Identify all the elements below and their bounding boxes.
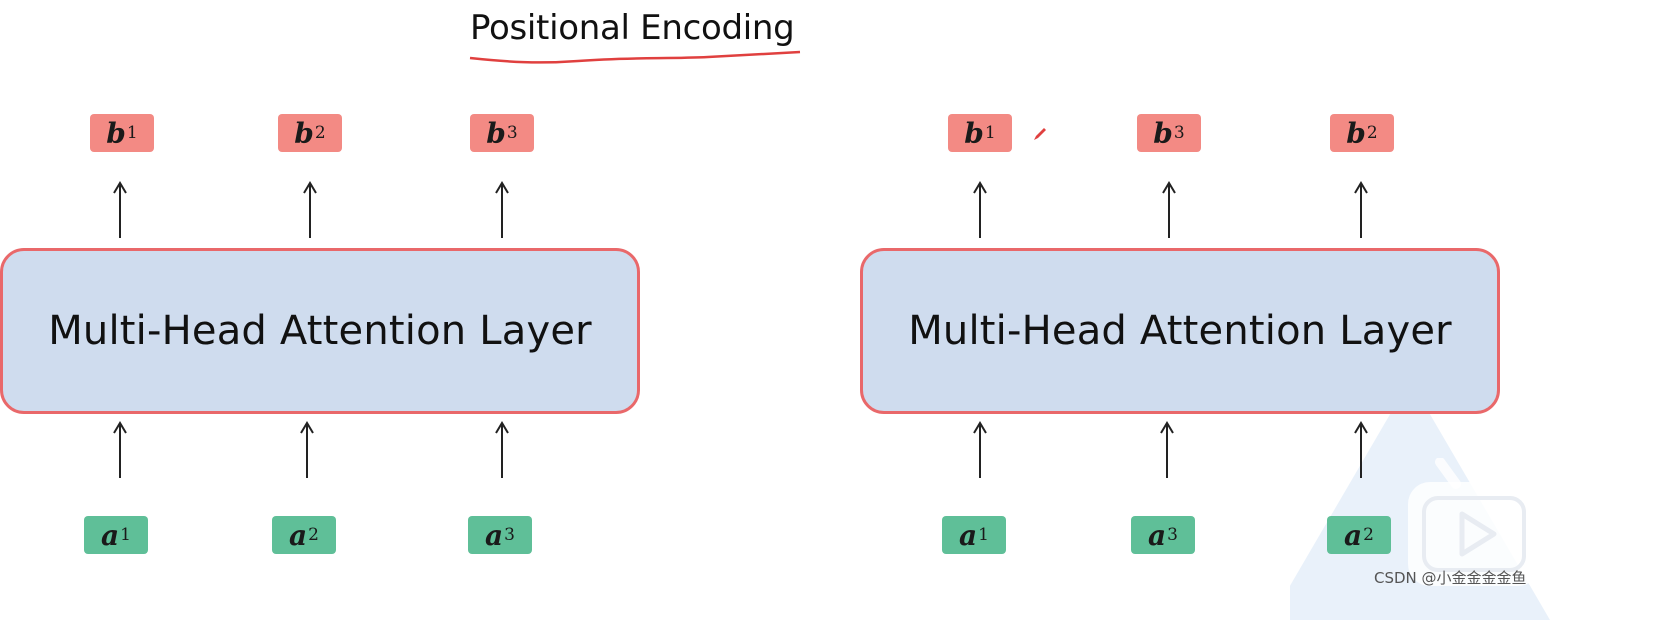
arrow-up-icon (300, 421, 314, 478)
play-logo-icon (1408, 458, 1540, 586)
diagram-title: Positional Encoding (470, 8, 795, 48)
arrow-up-icon (1354, 421, 1368, 478)
arrow-up-icon (973, 181, 987, 238)
arrow-up-icon (495, 421, 509, 478)
arrow-up-icon (113, 421, 127, 478)
arrow-up-icon (1160, 421, 1174, 478)
attention-layer-right: Multi-Head Attention Layer (860, 248, 1500, 414)
pen-cursor-icon (1034, 128, 1046, 140)
arrow-up-icon (1354, 181, 1368, 238)
arrow-up-icon (495, 181, 509, 238)
arrow-up-icon (973, 421, 987, 478)
arrow-up-icon (303, 181, 317, 238)
watermark-credit: CSDN @小金金金金鱼 (1374, 569, 1527, 587)
attention-layer-left: Multi-Head Attention Layer (0, 248, 640, 414)
title-underline (469, 50, 801, 64)
arrow-up-icon (113, 181, 127, 238)
arrow-up-icon (1162, 181, 1176, 238)
